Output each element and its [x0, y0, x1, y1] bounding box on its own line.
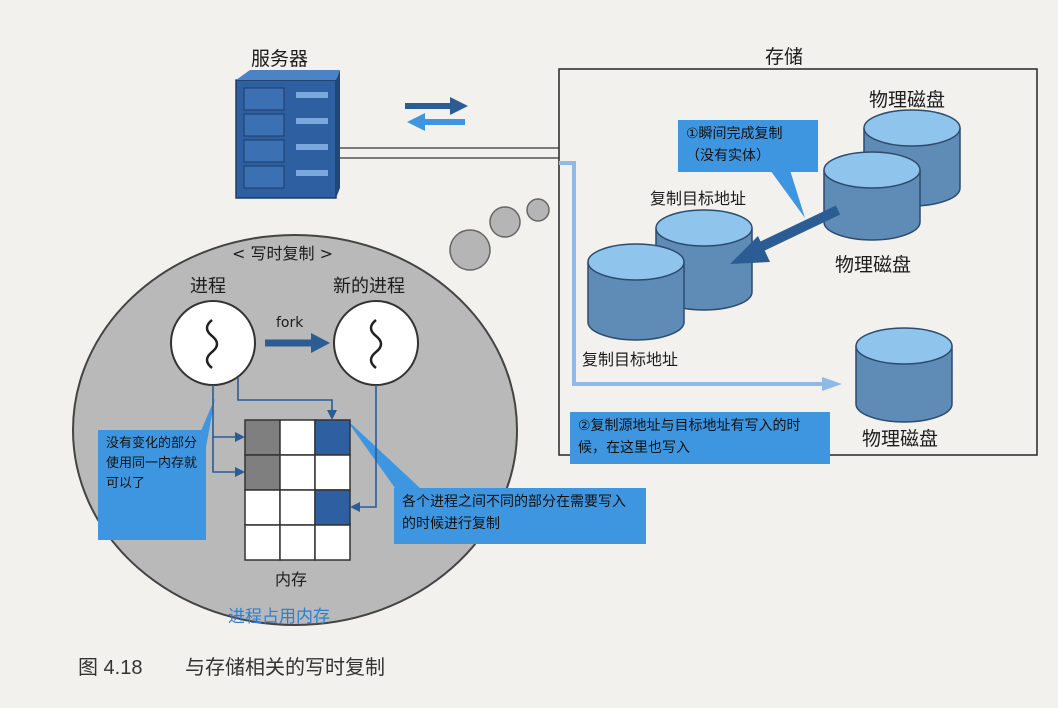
figure-number: 图 4.18: [78, 657, 143, 679]
fork-label: fork: [276, 315, 304, 331]
copy-target-label: 复制目标地址: [582, 350, 679, 369]
thread-squiggle-icon: [205, 319, 219, 369]
note-copy-on-write: 各个进程之间不同的部分在需要写入的时候进行复制: [394, 488, 646, 544]
thought-bubble-medium: [489, 206, 521, 238]
memory-grid: [244, 419, 351, 561]
thread-squiggle-icon: [369, 319, 383, 369]
physical-disk-icon: [855, 327, 953, 423]
storage-label: 存储: [765, 46, 804, 68]
note-instant-copy: ①瞬间完成复制（没有实体）: [678, 120, 818, 172]
thought-bubble-small: [526, 198, 550, 222]
copy-target-label: 复制目标地址: [650, 189, 747, 208]
new-process-label: 新的进程: [333, 276, 405, 297]
write-connection-line: [559, 161, 825, 386]
memory-usage-label: 进程占用内存: [228, 607, 330, 627]
process-label: 进程: [190, 276, 226, 297]
physical-disk-icon: [823, 151, 921, 241]
memory-label: 内存: [275, 570, 308, 589]
copy-arrow: [747, 205, 841, 257]
thought-bubble-large: [449, 229, 491, 271]
cow-title: < 写时复制 >: [232, 244, 333, 263]
copy-target-disk-icon: [587, 243, 685, 341]
server-label: 服务器: [251, 48, 309, 70]
new-process-circle: [333, 300, 419, 386]
physical-disk-label: 物理磁盘: [835, 254, 912, 276]
memory-mapping-arrows: [212, 378, 377, 512]
physical-disk-label: 物理磁盘: [869, 89, 946, 111]
transfer-arrows-icon: [405, 97, 468, 131]
physical-disk-label: 物理磁盘: [862, 428, 939, 450]
process-circle: [170, 300, 256, 386]
server-icon: [235, 70, 340, 199]
callout-pointer: [770, 170, 805, 218]
note-shared-memory: 没有变化的部分使用同一内存就可以了: [98, 430, 206, 540]
note-write-both: ②复制源地址与目标地址有写入的时候，在这里也写入: [570, 412, 830, 464]
figure-caption: 与存储相关的写时复制: [185, 655, 385, 679]
